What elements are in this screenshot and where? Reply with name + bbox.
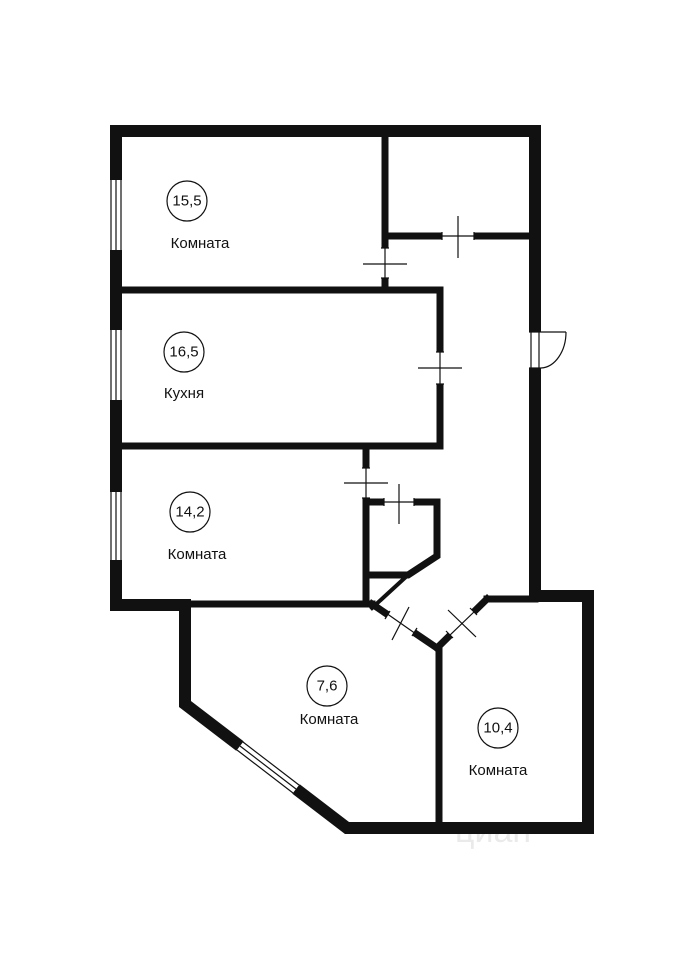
door-room-15-5 [363, 247, 407, 282]
room-label: Комната [469, 762, 528, 779]
area-badge [169, 491, 211, 533]
room-label: Комната [300, 711, 359, 728]
area-badge [163, 331, 205, 373]
door-entrance [528, 331, 567, 369]
door-closet [382, 484, 416, 524]
room-area: 16,5 [169, 344, 198, 361]
room-label: Комната [171, 235, 230, 252]
room-14-2: 14,2 Комната [168, 491, 227, 563]
window-room-7-6 [235, 740, 301, 795]
room-area: 7,6 [317, 678, 338, 695]
windows [109, 180, 301, 795]
room-area: 10,4 [483, 720, 512, 737]
door-room-10-4 [445, 607, 478, 639]
room-10-4: 10,4 Комната [469, 707, 528, 779]
room-16-5: 16,5 Кухня [163, 331, 205, 402]
area-badge [306, 665, 348, 707]
room-area: 14,2 [175, 504, 204, 521]
area-badge [166, 180, 208, 222]
room-15-5: 15,5 Комната [166, 180, 230, 252]
door-kitchen [418, 350, 462, 386]
room-label: Кухня [164, 385, 204, 402]
room-area: 15,5 [172, 193, 201, 210]
door-room-14-2 [344, 464, 388, 500]
room-7-6: 7,6 Комната [300, 665, 359, 728]
door-storage [438, 216, 476, 258]
room-label: Комната [168, 546, 227, 563]
doors [344, 216, 567, 641]
window-room-15-5 [109, 180, 123, 250]
area-badge [477, 707, 519, 749]
window-room-14-2 [109, 492, 123, 560]
window-kitchen [109, 330, 123, 400]
door-room-7-6 [384, 606, 418, 641]
